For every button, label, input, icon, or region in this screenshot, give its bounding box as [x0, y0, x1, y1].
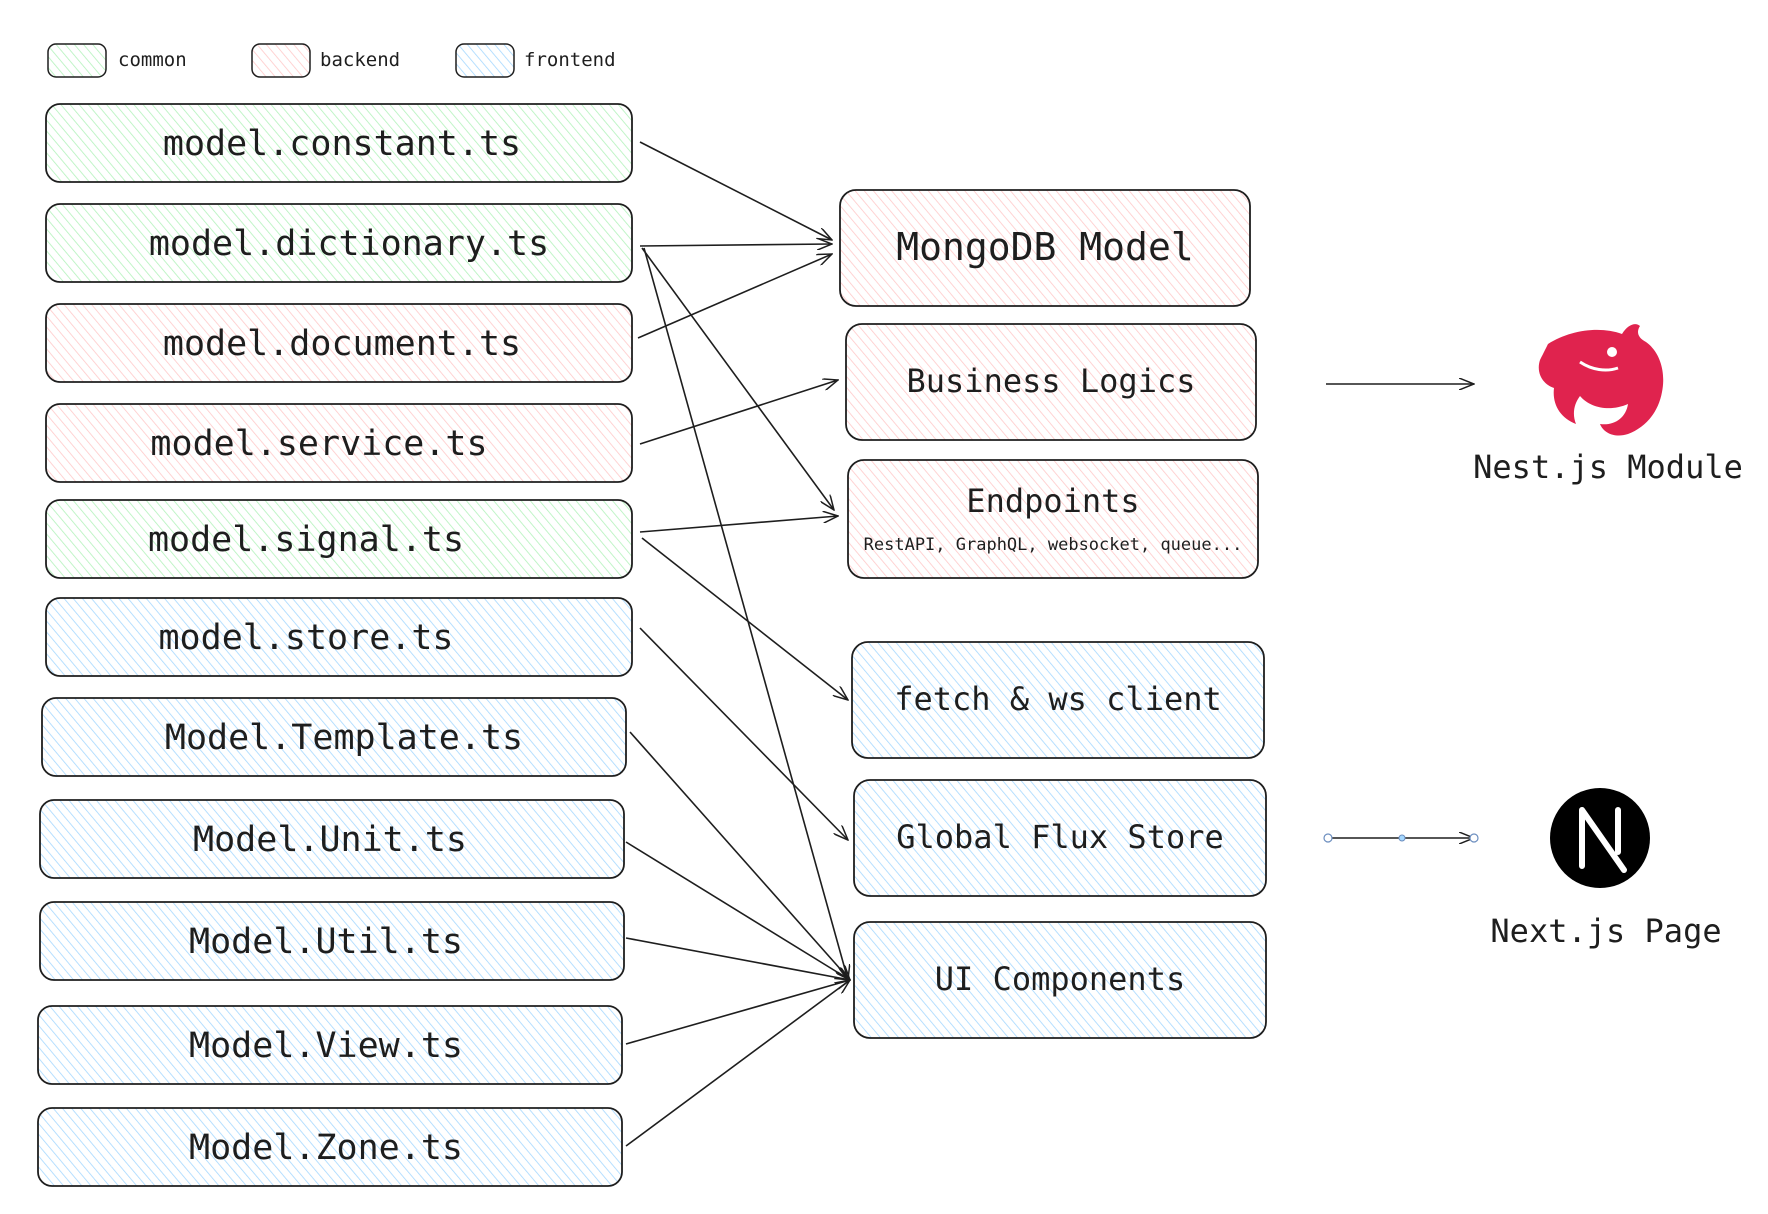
- output-label: Nest.js Module: [1473, 448, 1743, 486]
- legend-swatch-common: [47, 43, 107, 78]
- target-label: Business Logics: [907, 362, 1196, 400]
- target-label: fetch & ws client: [894, 680, 1222, 718]
- target-box-ui-components: UI Components: [853, 921, 1267, 1039]
- target-box-business-logics: Business Logics: [845, 323, 1257, 441]
- edge-dictionary-to-endpoints: [641, 247, 834, 510]
- file-box-model-view: Model.View.ts: [37, 1005, 623, 1085]
- legend-item-backend: backend: [251, 43, 400, 78]
- target-box-global-flux-store: Global Flux Store: [853, 779, 1267, 897]
- edge-store-to-flux: [639, 627, 848, 840]
- file-label: Model.Template.ts: [165, 718, 523, 758]
- target-label: UI Components: [935, 960, 1185, 998]
- file-label: model.store.ts: [158, 618, 453, 658]
- target-box-endpoints: Endpoints RestAPI, GraphQL, websocket, q…: [847, 459, 1259, 579]
- file-box-model-store: model.store.ts: [45, 597, 633, 677]
- target-box-fetch-ws-client: fetch & ws client: [851, 641, 1265, 759]
- file-label: Model.Unit.ts: [193, 820, 467, 860]
- nextjs-logo-icon: [1550, 788, 1650, 888]
- edge-view-to-ui: [625, 980, 850, 1045]
- file-label: Model.Zone.ts: [189, 1128, 463, 1168]
- legend-item-common: common: [47, 43, 187, 78]
- edge-signal-to-fetch: [641, 537, 848, 700]
- connector-handle-end: [1469, 833, 1479, 843]
- connector-handle-start: [1323, 833, 1333, 843]
- file-label: model.document.ts: [163, 324, 521, 364]
- edge-service-to-business: [639, 380, 838, 445]
- file-box-model-template: Model.Template.ts: [41, 697, 627, 777]
- edge-document-to-mongodb: [637, 254, 832, 339]
- file-label: model.constant.ts: [163, 124, 521, 164]
- legend-label: backend: [320, 49, 400, 71]
- edge-template-to-ui: [629, 731, 850, 980]
- target-label: MongoDB Model: [896, 225, 1193, 269]
- file-label: Model.View.ts: [189, 1026, 463, 1066]
- legend-swatch-frontend: [455, 43, 515, 78]
- target-list: MongoDB Model Business Logics Endpoints …: [839, 189, 1267, 1039]
- file-box-model-unit: Model.Unit.ts: [39, 799, 625, 879]
- edge-dictionary-to-ui: [643, 247, 848, 980]
- legend: common backend frontend: [47, 43, 616, 78]
- file-box-model-constant: model.constant.ts: [45, 103, 633, 183]
- legend-item-frontend: frontend: [455, 43, 616, 78]
- target-label: Global Flux Store: [896, 818, 1224, 856]
- edge-util-to-ui: [625, 937, 850, 980]
- edge-signal-to-endpoints: [639, 516, 838, 533]
- legend-swatch-backend: [251, 43, 311, 78]
- edge-zone-to-ui: [625, 980, 850, 1147]
- output-label: Next.js Page: [1490, 912, 1721, 950]
- output-nextjs: Next.js Page: [1490, 788, 1722, 950]
- target-box-mongodb-model: MongoDB Model: [839, 189, 1251, 307]
- edge-unit-to-ui: [625, 841, 850, 980]
- file-label: model.dictionary.ts: [149, 224, 549, 264]
- nestjs-logo-icon: [1538, 324, 1664, 436]
- file-box-model-document: model.document.ts: [45, 303, 633, 383]
- connector-handle-mid: [1398, 834, 1406, 842]
- legend-label: common: [118, 49, 187, 71]
- file-label: model.service.ts: [150, 424, 487, 464]
- legend-label: frontend: [524, 49, 616, 71]
- edge-dictionary-to-mongodb: [639, 244, 832, 246]
- target-sublabel: RestAPI, GraphQL, websocket, queue...: [864, 535, 1243, 555]
- file-label: model.signal.ts: [148, 520, 464, 560]
- file-box-model-dictionary: model.dictionary.ts: [45, 203, 633, 283]
- file-box-model-signal: model.signal.ts: [45, 499, 633, 579]
- file-box-model-util: Model.Util.ts: [39, 901, 625, 981]
- edge-constant-to-mongodb: [639, 141, 832, 240]
- file-box-model-service: model.service.ts: [45, 403, 633, 483]
- edges: [625, 141, 1479, 1147]
- target-label: Endpoints: [966, 482, 1139, 520]
- output-nestjs: Nest.js Module: [1473, 324, 1743, 486]
- file-box-model-zone: Model.Zone.ts: [37, 1107, 623, 1187]
- file-list: model.constant.ts model.dictionary.ts mo…: [37, 103, 633, 1187]
- file-label: Model.Util.ts: [189, 922, 463, 962]
